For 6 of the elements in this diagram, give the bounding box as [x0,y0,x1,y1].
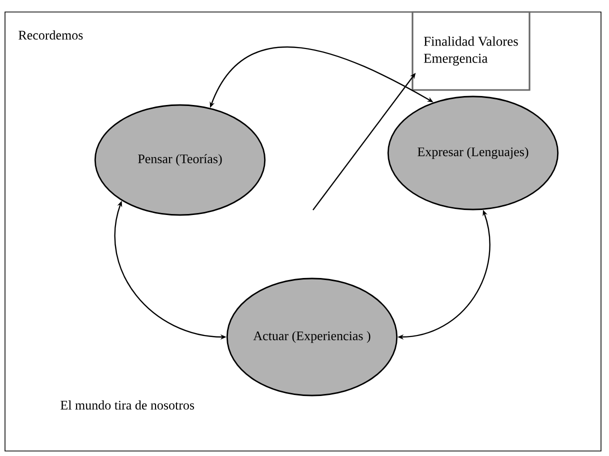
caption-text: El mundo tira de nosotros [60,400,194,410]
text-box: Finalidad Valores Emergencia [412,11,530,91]
ellipse-node: Actuar (Experiencias ) [226,278,398,396]
caption-text: Recordemos [18,30,83,40]
ellipse-node: Pensar (Teorías) [94,104,266,216]
ellipse-node: Expresar (Lenguajes) [387,96,559,210]
